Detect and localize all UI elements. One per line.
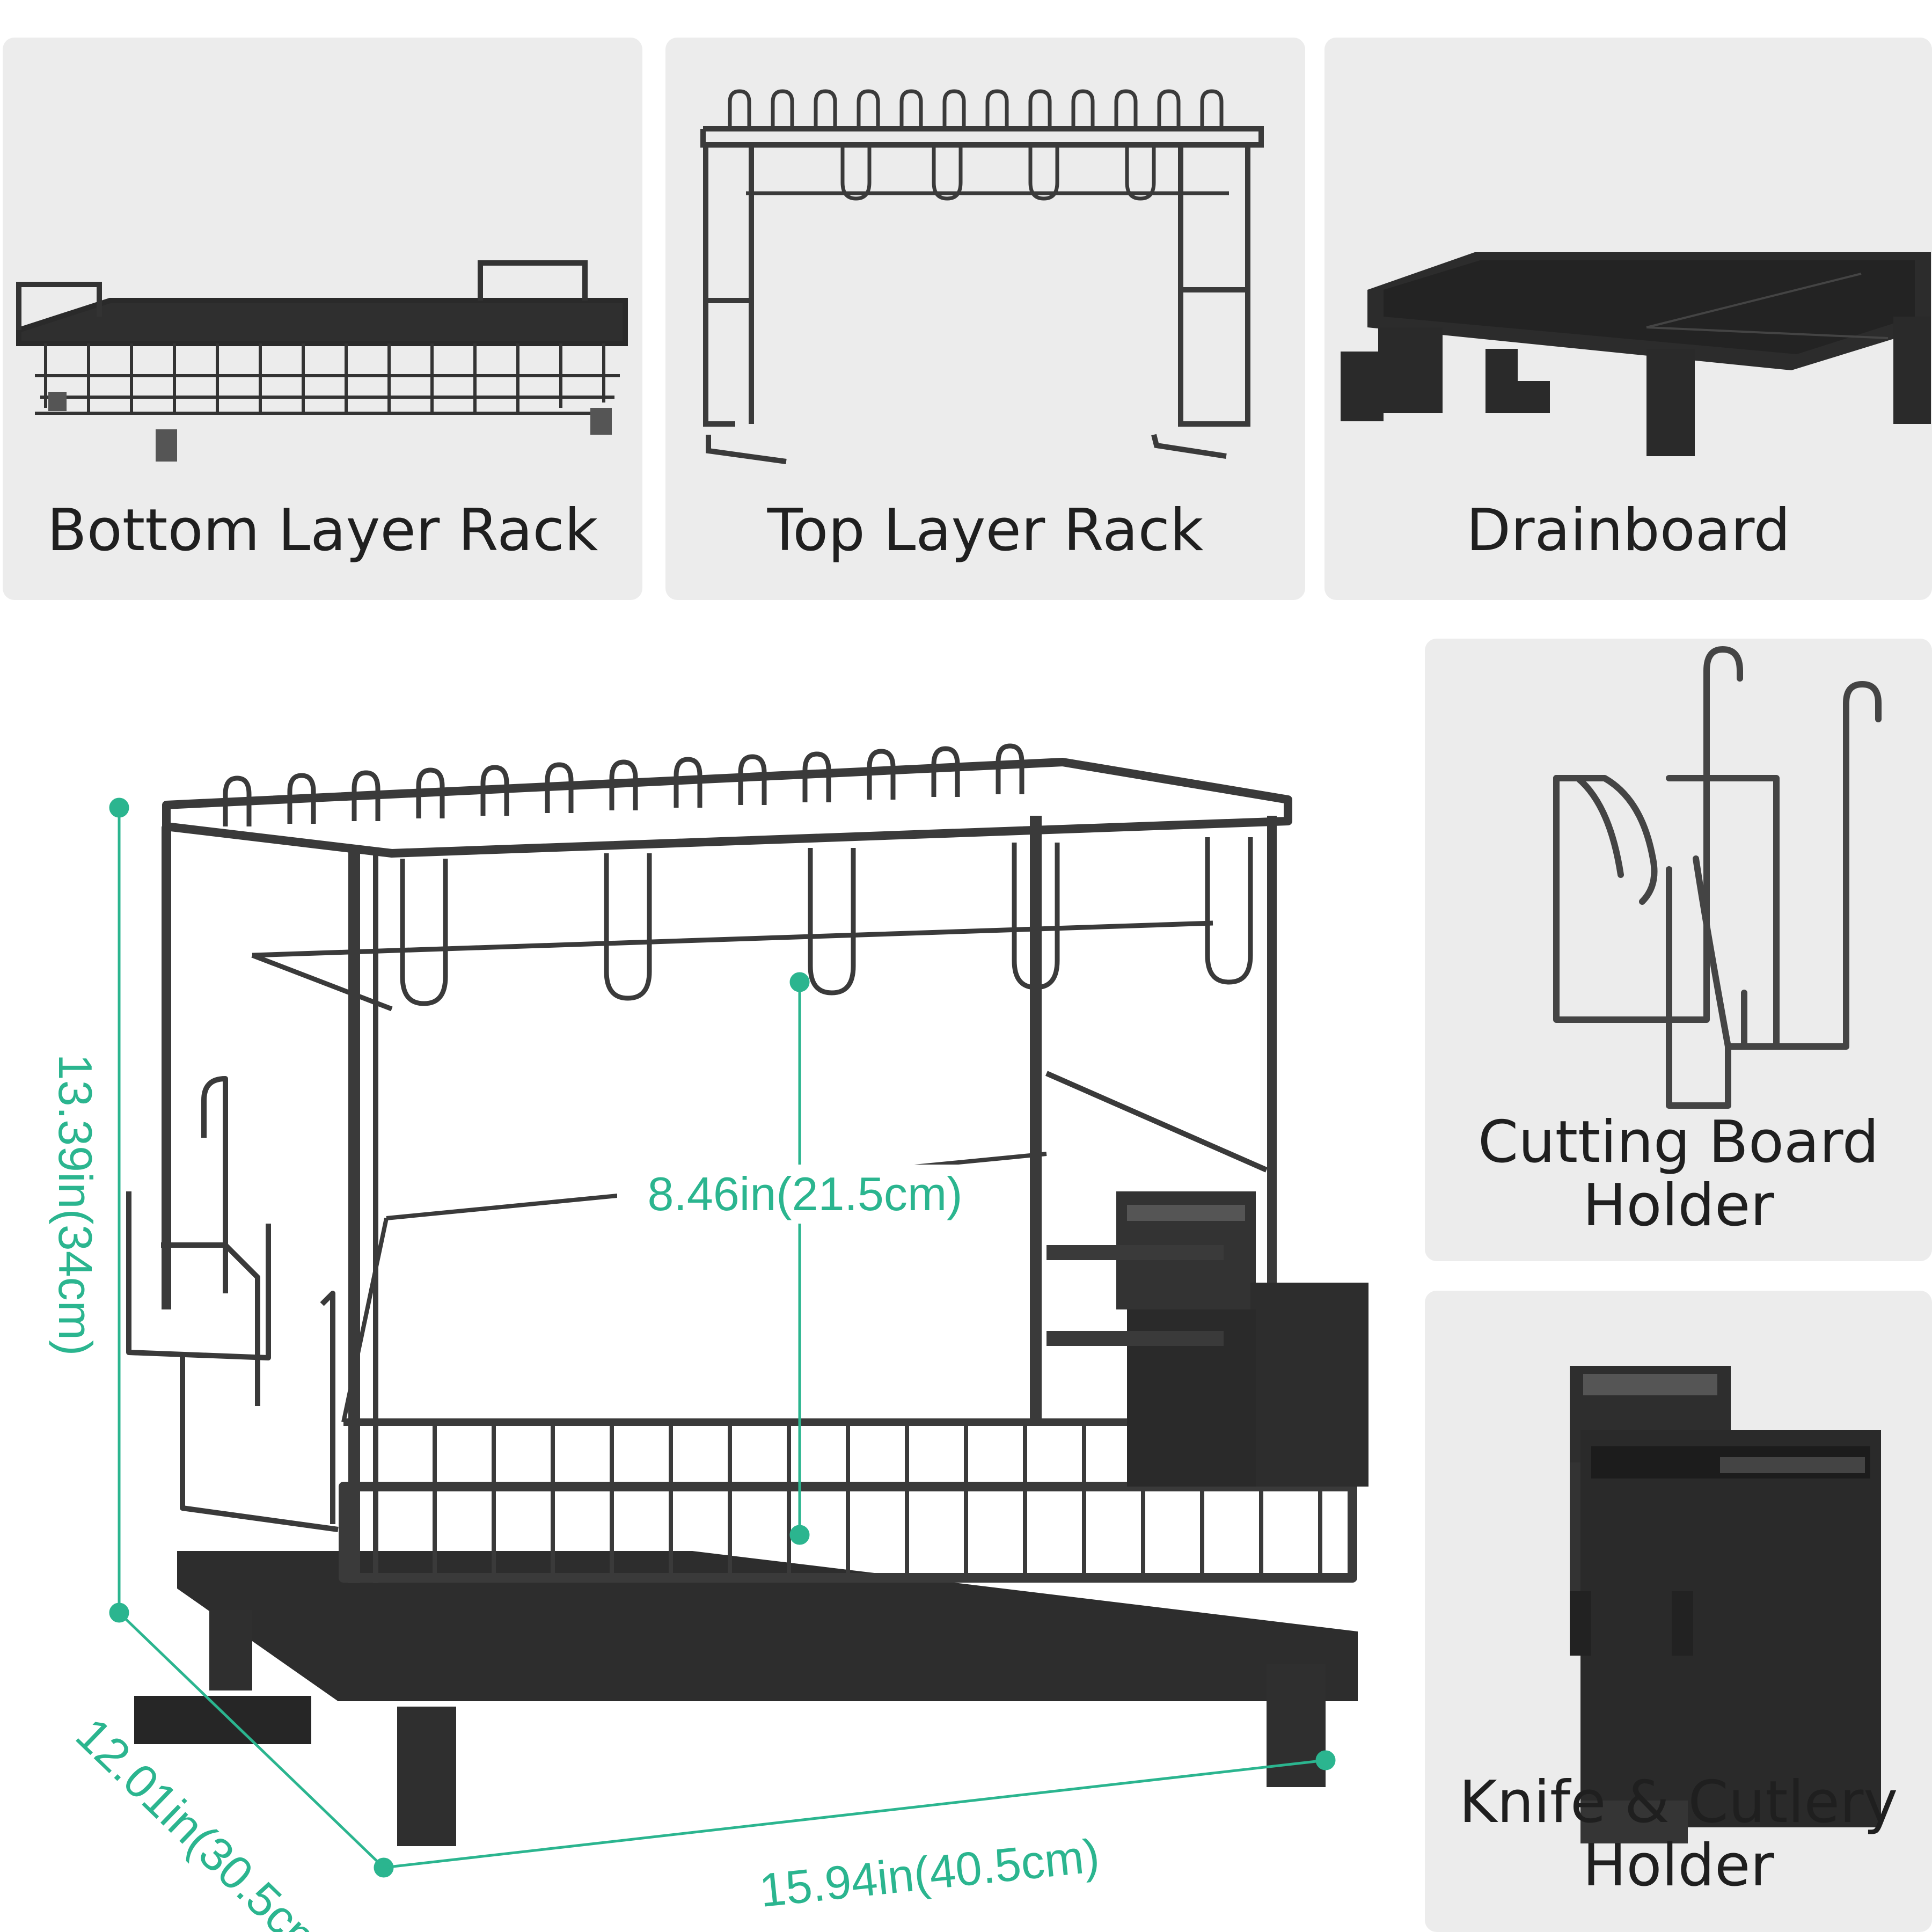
drainboard-base [177,1551,1358,1701]
bottom-layer-rack-label: Bottom Layer Rack [47,497,598,564]
front-left-foot [397,1707,456,1846]
height-top-marker [109,797,129,818]
bottom-layer-rack-panel: Bottom Layer Rack [3,38,642,600]
width-end-marker [1315,1750,1336,1770]
top-rack-frame [162,758,1292,858]
cutlery-cup-on-rack [1250,1283,1368,1487]
knife-cutlery-holder-panel: Knife & Cutlery Holder [1425,1291,1932,1932]
top-layer-rack-label: Top Layer Rack [767,497,1204,564]
height-label: 13.39in(34cm) [49,1054,102,1356]
cutting-board-holder-image [1553,646,1882,1109]
depth-dimension-line [118,1612,385,1869]
drainboard-label: Drainboard [1466,497,1791,564]
inner-height-label: 8.46in(21.5cm) [648,1167,963,1220]
bottom-layer-rack-image [16,260,628,462]
knife-cutlery-holder-image [1570,1366,1881,1843]
drain-spout [134,1696,311,1744]
drainboard-image [1341,252,1931,456]
width-dimension-line [383,1759,1326,1869]
cutting-board-holder-label: Cutting Board Holder [1477,1109,1879,1239]
top-layer-rack-image [700,89,1264,464]
bottom-basket-frame [339,1482,1357,1583]
inner-height-bottom-marker [789,1525,810,1545]
back-left-foot [209,1610,252,1690]
width-label: 15.94in(40.5cm) [757,1828,1102,1917]
top-layer-rack-panel: Top Layer Rack [665,38,1305,600]
cutting-board-holder-panel: Cutting Board Holder [1425,639,1932,1261]
knife-cutlery-holder-label: Knife & Cutlery Holder [1459,1769,1898,1899]
inner-height-top-marker [789,972,810,992]
drainboard-panel: Drainboard [1324,38,1932,600]
assembled-dish-rack-figure: 8.46in(21.5cm) 13.39in(34cm) 12.01in(30.… [49,743,1368,1932]
inner-height-label-bg [617,1165,993,1224]
front-right-foot [1267,1664,1326,1787]
